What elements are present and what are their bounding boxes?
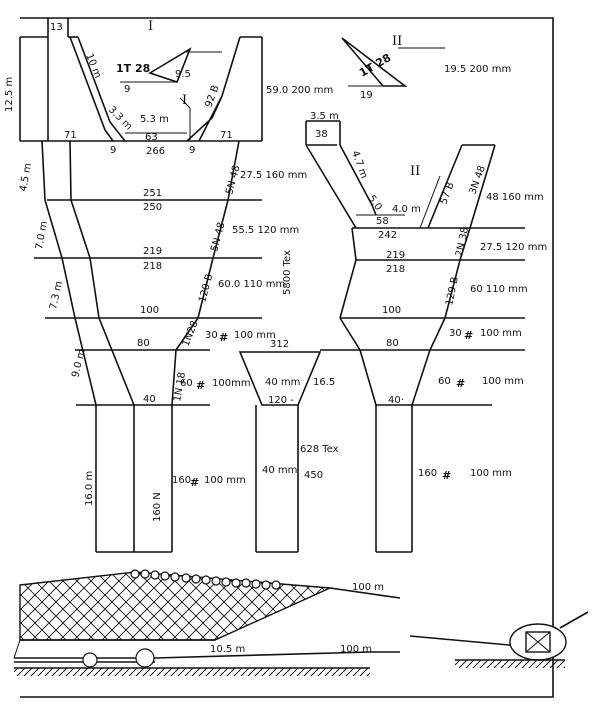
w9b: 9 [189,145,195,156]
label-160N: 160 N [152,492,163,522]
label-92B: 92 B [203,84,221,109]
w218-r: 218 [386,264,405,275]
len-10-5m: 10.5 m [210,644,245,655]
spec-27-5-r: 27.5 120 mm [480,242,547,253]
w219-r: 219 [386,250,405,261]
label-5N48b: 5N 48 [209,221,227,253]
spec-59: 59.0 200 mm [266,85,333,96]
spec-60bmm-r: 100 mm [482,376,524,387]
spec-40mm-b: 40 mm [262,465,297,476]
len-4-5m: 4.5 m [18,162,34,192]
tex-5800: 5800 Tex [282,250,293,295]
tex-628: 628 Tex [300,444,339,455]
w58: 58 [376,216,389,227]
roman-I: I [148,19,153,34]
ref-I: I [182,93,187,108]
len-10m: 10 m [83,52,103,80]
mesh-icon: # [442,469,451,482]
w312: 312 [270,339,289,350]
w80-r: 80 [386,338,399,349]
w120: 120 - [268,395,294,406]
len-3-5m: 3.5 m [310,111,339,122]
spec-19-5: 19.5 200 mm [444,64,511,75]
w38: 38 [315,129,328,140]
w71a: 71 [64,130,77,141]
w40: 40 [143,394,156,405]
len-7-3m: 7.3 m [48,280,65,310]
spec-160-r: 160 [418,468,437,479]
w242: 242 [378,230,397,241]
w219: 219 [143,246,162,257]
left-net-drawing [19,18,263,553]
spec-55-5: 55.5 120 mm [232,225,299,236]
w40-r: 40· [388,395,404,406]
spec-60b-r: 60 [438,376,451,387]
spec-60mm: 100mm [212,378,251,389]
w9a: 9 [110,145,116,156]
spec-40mm: 40 mm [265,377,300,388]
w63: 63 [145,132,158,143]
spec-27-5: 27.5 160 mm [240,170,307,181]
mesh-icon: # [190,476,199,489]
len-7-0m: 7.0 m [34,220,50,250]
label-13: 13 [50,22,63,33]
w100: 100 [140,305,159,316]
len-4-7m: 4.7 m [349,149,369,180]
ref-II: II [410,164,420,179]
tab-1T28-r: 1T 28 [357,51,393,79]
spec-60-r: 60 110 mm [470,284,528,295]
len-5-3m: 5.3 m [140,114,169,125]
len-4-0m: 4.0 m [392,204,421,215]
w266: 266 [146,146,165,157]
w250: 250 [143,202,162,213]
label-2N38: 2N 38 [454,226,471,257]
mesh-icon: # [219,331,228,344]
w100-r: 100 [382,305,401,316]
label-1N18: 1N 18 [172,371,188,402]
spec-30mm-r: 100 mm [480,328,522,339]
w251: 251 [143,188,162,199]
middle-net-drawing [238,351,322,553]
mesh-icon: # [456,377,465,390]
spec-30-r: 30 [449,328,462,339]
val-16-5: 16.5 [313,377,335,388]
side-view-drawing [13,569,589,676]
val-450: 450 [304,470,323,481]
outer-frame [20,17,554,698]
roman-II: II [392,34,402,49]
labels: 13 I 10 m 12.5 m 1T 28 9 9.5 3.3 m 5.3 m… [4,19,547,655]
tab-19: 19 [360,90,373,101]
tab-1T28: 1T 28 [116,62,150,75]
label-129B: 129 B [444,276,461,307]
label-57B: 57 B [438,181,456,206]
spec-60-0: 60.0 110 mm [218,279,285,290]
spec-60: 60 [180,378,193,389]
right-net-drawing [305,37,525,553]
mesh-icon: # [196,379,205,392]
len-3-3m: 3.3 m [106,104,134,132]
tab-9-5: 9.5 [175,69,191,80]
mesh-icon: # [464,329,473,342]
len-100m-bot: 100 m [340,644,372,655]
label-1N28: 1N28 [181,319,201,348]
w80: 80 [137,338,150,349]
w71b: 71 [220,130,233,141]
spec-160mm-r: 100 mm [470,468,512,479]
w218: 218 [143,261,162,272]
len-100m-top: 100 m [352,582,384,593]
spec-30: 30 [205,330,218,341]
len-16-0m: 16.0 m [84,471,95,506]
spec-160mm: 100 mm [204,475,246,486]
spec-48: 48 160 mm [486,192,544,203]
tab-9: 9 [124,84,130,95]
spec-160: 160 [172,475,191,486]
spec-30mm: 100 mm [234,330,276,341]
label-120B: 120 B [197,273,215,304]
len-12-5m: 12.5 m [4,77,15,112]
